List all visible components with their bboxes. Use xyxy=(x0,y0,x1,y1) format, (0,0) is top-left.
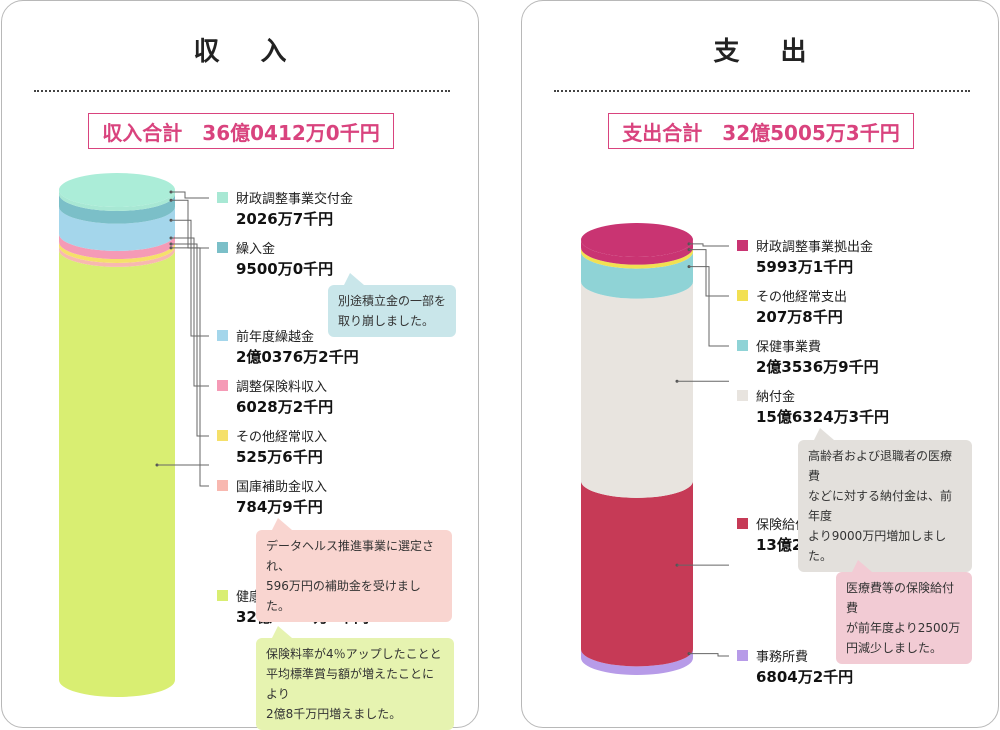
income-title: 収 入 xyxy=(193,37,303,67)
income-total: 収入合計 36億0412万0千円 xyxy=(88,113,394,149)
value-label: 525万6千円 xyxy=(236,448,323,466)
value-label: 2026万7千円 xyxy=(236,210,333,228)
legend-swatch xyxy=(737,650,748,661)
annotation-line: などに対する納付金は、前年度 xyxy=(808,489,953,523)
legend-swatch xyxy=(217,590,228,601)
category-label: 保健事業費 xyxy=(756,339,821,355)
annotation-line: より9000万円増加しました。 xyxy=(808,529,947,563)
income-segment-3 xyxy=(59,233,175,260)
value-label: 207万8千円 xyxy=(756,308,843,326)
legend-swatch xyxy=(737,518,748,529)
value-label: 9500万0千円 xyxy=(236,260,333,278)
expense-segment-0 xyxy=(581,240,693,265)
category-label: 国庫補助金収入 xyxy=(236,479,327,495)
legend-swatch xyxy=(217,242,228,253)
leader-line xyxy=(171,243,209,437)
annotation-line: 別途積立金の一部を xyxy=(338,294,447,308)
category-label: 財政調整事業拠出金 xyxy=(756,239,873,255)
income-segment-5 xyxy=(59,245,175,267)
income-segment-4 xyxy=(59,242,175,263)
annotation-note: 保険料率が4％アップしたことと平均標準賞与額が増えたことにより 2億8千万円増えま… xyxy=(256,626,454,730)
legend-swatch xyxy=(217,380,228,391)
income-cylinder-top xyxy=(59,173,175,207)
value-label: 2億0376万2千円 xyxy=(236,348,359,366)
legend-swatch xyxy=(737,240,748,251)
leader-line xyxy=(689,653,729,657)
expense-segment-4 xyxy=(581,480,693,667)
annotation-line: が前年度より2500万 xyxy=(846,621,961,635)
value-label: 784万9千円 xyxy=(236,498,323,516)
annotation-line: 高齢者および退職者の医療費 xyxy=(808,449,953,483)
annotation-line: データヘルス推進事業に選定され、 xyxy=(266,539,435,573)
legend-swatch xyxy=(737,340,748,351)
leader-line xyxy=(171,191,209,199)
category-label: 事務所費 xyxy=(756,650,808,665)
category-label: 調整保険料収入 xyxy=(236,380,327,395)
expense-cylinder-top xyxy=(581,223,693,257)
expense-segment-2 xyxy=(581,251,693,299)
leader-line xyxy=(689,266,729,347)
expense-segment-3 xyxy=(581,281,693,498)
income-segment-6 xyxy=(59,249,175,698)
annotation-line: 取り崩しました。 xyxy=(338,314,435,328)
income-segment-1 xyxy=(59,193,175,224)
leader-line xyxy=(171,247,209,487)
category-label: 納付金 xyxy=(756,389,795,405)
value-label: 15億6324万3千円 xyxy=(756,408,889,426)
value-label: 6028万2千円 xyxy=(236,398,333,416)
legend-swatch xyxy=(217,480,228,491)
expense-segment-1 xyxy=(581,247,693,269)
annotation-note: 高齢者および退職者の医療費などに対する納付金は、前年度より9000万円増加しまし… xyxy=(798,428,972,572)
annotation-line: 保険料率が4％アップしたことと xyxy=(266,647,442,661)
category-label: その他経常収入 xyxy=(236,430,327,445)
income-segment-2 xyxy=(59,206,175,251)
expense-divider xyxy=(554,90,970,92)
legend-swatch xyxy=(737,290,748,301)
legend-swatch xyxy=(217,192,228,203)
category-label: 繰入金 xyxy=(236,241,275,257)
income-segment-0 xyxy=(59,190,175,211)
expense-total: 支出合計 32億5005万3千円 xyxy=(608,113,914,149)
annotation-note: 別途積立金の一部を取り崩しました。 xyxy=(328,273,456,337)
leader-line xyxy=(171,237,209,387)
annotation-line: 円減少しました。 xyxy=(846,641,943,655)
annotation-line: 596万円の補助金を受けました。 xyxy=(266,579,421,613)
legend-swatch xyxy=(217,430,228,441)
annotation-note: 医療費等の保険給付費が前年度より2500万円減少しました。 xyxy=(836,560,972,664)
leader-line xyxy=(689,249,729,297)
annotation-line: 平均標準賞与額が増えたことにより xyxy=(266,667,435,701)
legend-swatch xyxy=(217,330,228,341)
leader-line xyxy=(689,243,729,247)
expense-title: 支 出 xyxy=(713,37,823,67)
expense-segment-5 xyxy=(581,649,693,675)
category-label: 財政調整事業交付金 xyxy=(236,191,353,207)
category-label: その他経常支出 xyxy=(756,290,847,305)
value-label: 5993万1千円 xyxy=(756,258,853,276)
income-divider xyxy=(34,90,450,92)
legend-swatch xyxy=(737,390,748,401)
value-label: 6804万2千円 xyxy=(756,668,853,686)
annotation-line: 医療費等の保険給付費 xyxy=(846,581,955,615)
annotation-note: データヘルス推進事業に選定され、 596万円の補助金を受けました。 xyxy=(256,518,452,622)
value-label: 2億3536万9千円 xyxy=(756,358,879,376)
annotation-line: 2億8千万円増えました。 xyxy=(266,707,402,721)
category-label: 前年度繰越金 xyxy=(236,329,314,345)
leader-line xyxy=(171,199,209,249)
